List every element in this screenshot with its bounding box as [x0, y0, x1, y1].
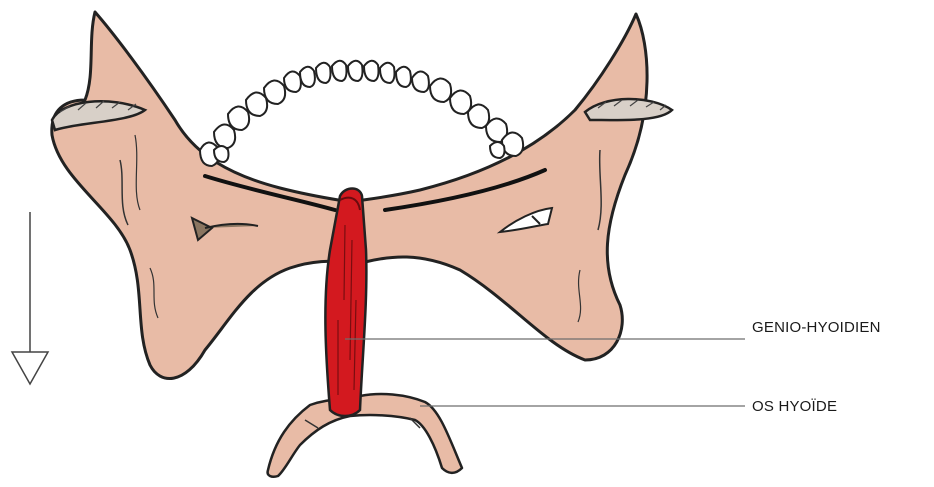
label-genio-hyoidien: GENIO-HYOIDIEN — [752, 319, 881, 336]
teeth — [200, 61, 523, 166]
down-arrow-icon — [12, 212, 48, 384]
label-os-hyoide: OS HYOÏDE — [752, 398, 837, 415]
